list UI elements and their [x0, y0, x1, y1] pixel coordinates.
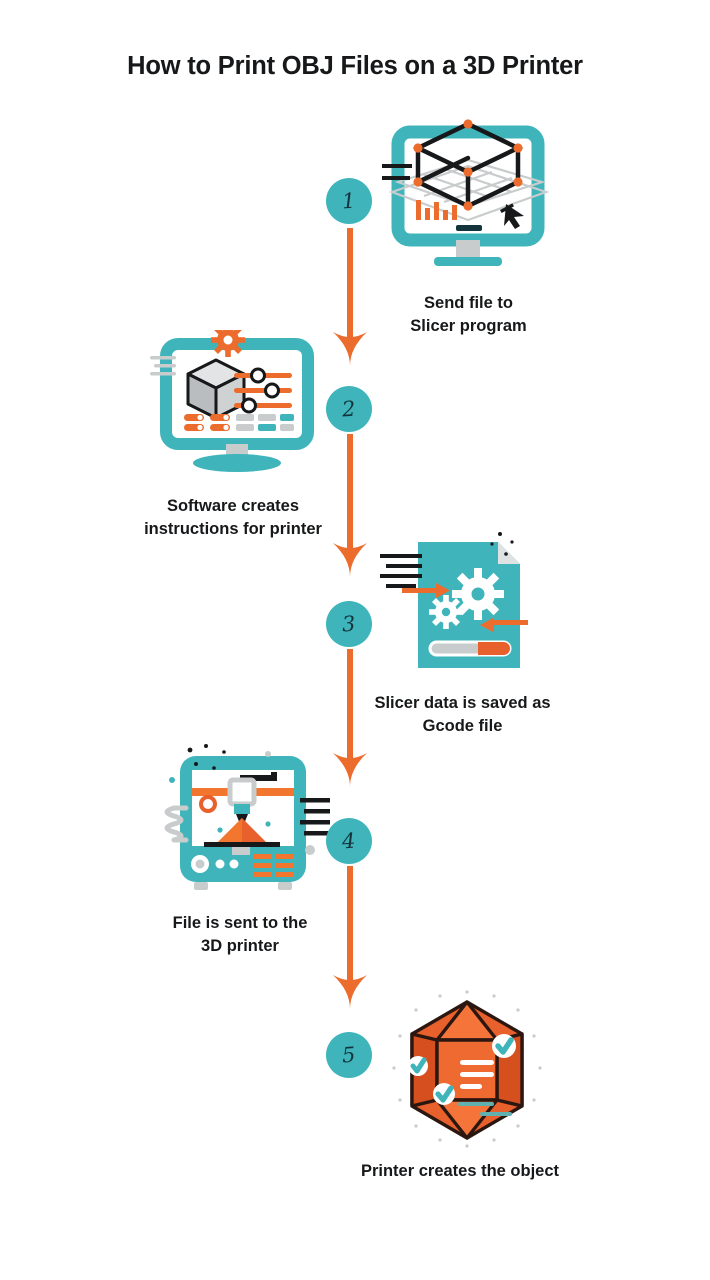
step-number-3: 3	[326, 601, 372, 647]
step-caption-5: Printer creates the object	[360, 1162, 560, 1180]
arrow-step-3-to-4	[333, 649, 367, 787]
step-number-4: 4	[326, 818, 372, 864]
step-caption-1: Send file to Slicer program	[410, 294, 527, 335]
gcode-document-gears-icon	[380, 532, 528, 668]
arrow-step-1-to-2	[333, 228, 367, 366]
monitor-slicer-settings-icon	[150, 330, 314, 472]
step-number-5: 5	[326, 1032, 372, 1078]
3d-printer-icon	[164, 744, 330, 890]
monitor-wireframe-cube-icon	[382, 119, 550, 266]
step-caption-2: Software creates instructions for printe…	[144, 497, 322, 538]
step-caption-4: File is sent to the 3D printer	[172, 914, 308, 955]
arrow-step-2-to-3	[333, 434, 367, 577]
step-number-2: 2	[326, 386, 372, 432]
step-caption-3: Slicer data is saved as Gcode file	[374, 694, 551, 735]
arrow-step-4-to-5	[333, 866, 367, 1009]
page-title: How to Print OBJ Files on a 3D Printer	[127, 52, 583, 80]
step-number-1: 1	[326, 178, 372, 224]
printed-object-gem-icon	[392, 990, 542, 1148]
